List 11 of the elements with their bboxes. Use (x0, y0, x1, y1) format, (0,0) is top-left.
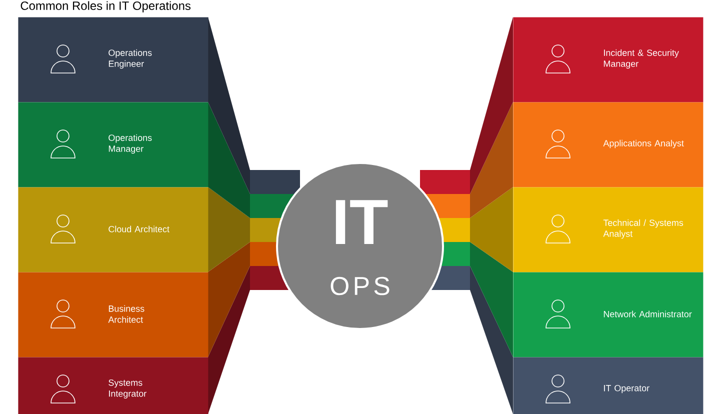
role-box: Applications Analyst (513, 102, 704, 188)
role-box: Business Architect (18, 272, 208, 358)
role-box: Technical / Systems Analyst (513, 187, 704, 272)
role-box: Operations Manager (18, 102, 208, 188)
role-box: Cloud Architect (18, 187, 208, 272)
title: Common Roles in IT Operations (20, 1, 190, 12)
role-box: Network Administrator (513, 272, 704, 358)
role-box: Incident & Security Manager (513, 17, 704, 102)
role-box: IT Operator (513, 357, 704, 414)
role-box: Systems Integrator (18, 357, 208, 414)
role-box: Operations Engineer (18, 17, 208, 102)
